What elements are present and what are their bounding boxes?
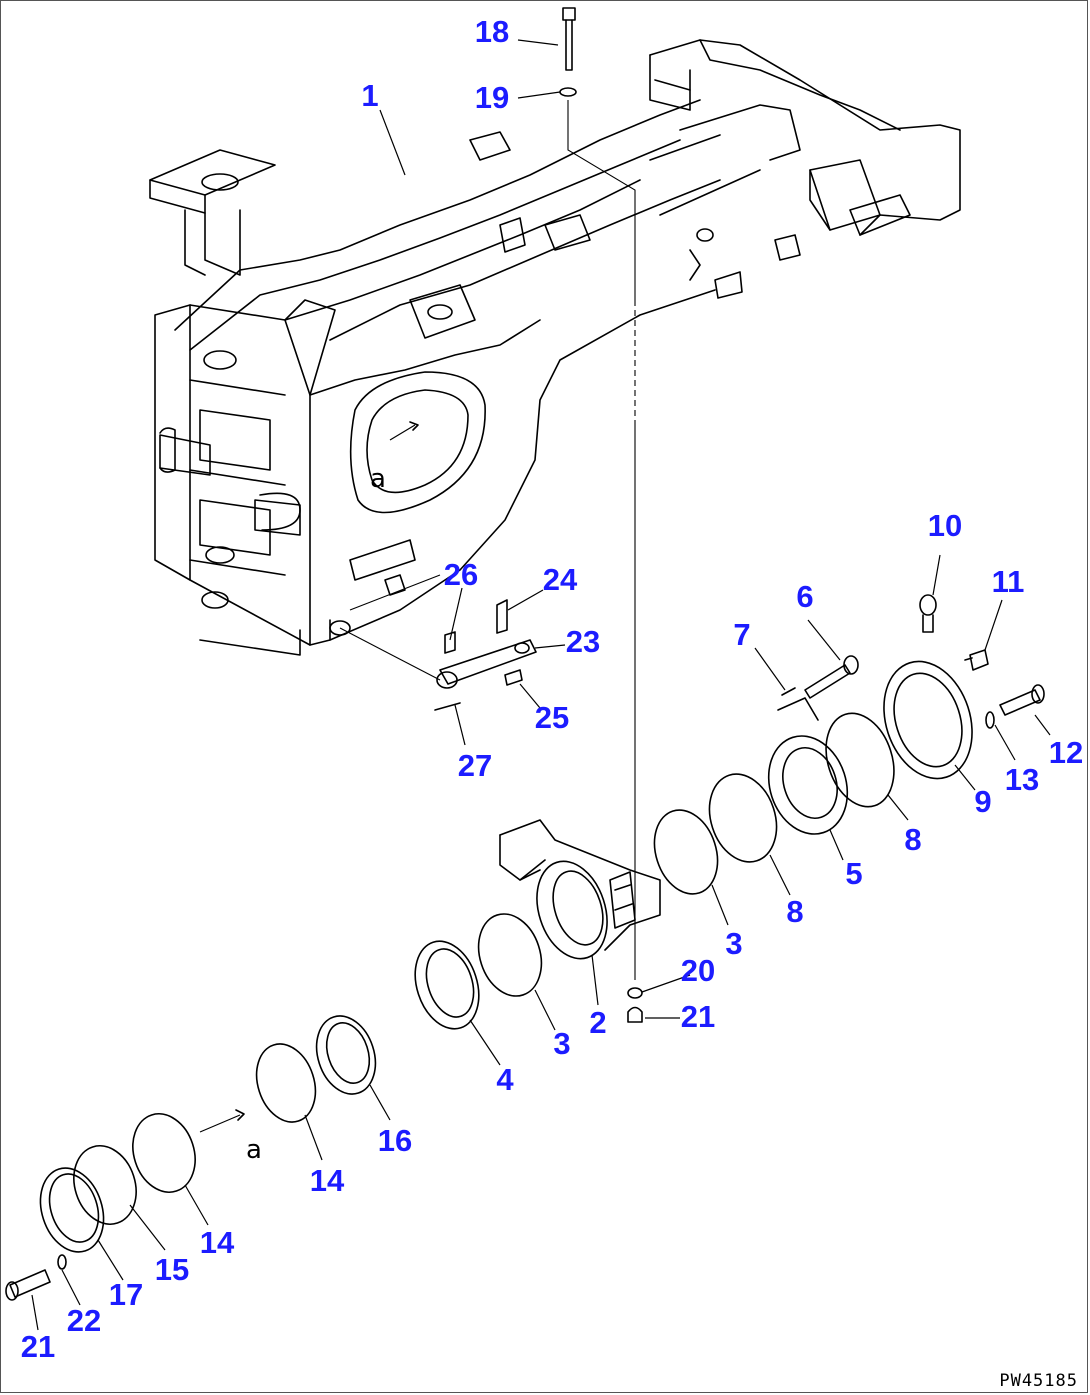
callout-20: 18 <box>475 14 509 49</box>
detail-mark-a: a <box>370 464 386 494</box>
callout-27: 27 <box>458 748 492 783</box>
callout-3-left: 3 <box>553 1026 570 1061</box>
callout-6: 6 <box>796 579 813 614</box>
callout-26: 26 <box>444 557 478 592</box>
callout-8-lower: 8 <box>786 894 803 929</box>
callout-2: 2 <box>589 1005 606 1040</box>
callout-18: 21 <box>21 1329 55 1364</box>
callout-1: 1 <box>361 78 378 113</box>
callout-13: 13 <box>1005 762 1039 797</box>
callout-21-top: 19 <box>475 80 509 115</box>
fasteners <box>5 594 1045 1301</box>
top-bolt-group <box>559 7 643 1023</box>
center-bracket-part <box>499 819 661 960</box>
callout-15: 15 <box>155 1252 189 1287</box>
detail-mark-a-lower: a <box>246 1135 262 1165</box>
callout-9: 9 <box>974 784 991 819</box>
callout-10: 10 <box>928 508 962 543</box>
callout-21-bottom: 20 <box>681 953 715 988</box>
callout-7: 7 <box>733 617 750 652</box>
callout-19: 22 <box>67 1303 101 1338</box>
leader-lines <box>31 39 1051 1331</box>
callout-16: 16 <box>378 1123 412 1158</box>
callout-24: 24 <box>543 562 578 597</box>
link-assembly <box>339 574 537 711</box>
main-frame-part: a <box>149 39 961 656</box>
callout-25: 25 <box>535 700 569 735</box>
callout-17: 17 <box>109 1277 143 1312</box>
callout-22: 21 <box>681 999 715 1034</box>
callout-3-right: 3 <box>725 926 742 961</box>
callout-8-upper: 8 <box>904 822 921 857</box>
callout-11: 11 <box>992 564 1025 599</box>
drawing-code: PW45185 <box>999 1371 1078 1391</box>
callout-4: 4 <box>496 1062 514 1097</box>
callout-23: 23 <box>566 624 600 659</box>
callout-12: 12 <box>1049 735 1083 770</box>
callout-labels: 18 19 1 26 24 23 25 27 6 7 10 11 12 13 9… <box>21 14 1083 1364</box>
callout-5: 5 <box>845 856 862 891</box>
callout-14-upper: 14 <box>310 1163 345 1198</box>
rings-and-plates: a <box>39 660 973 1253</box>
callout-14-lower: 14 <box>200 1225 235 1260</box>
